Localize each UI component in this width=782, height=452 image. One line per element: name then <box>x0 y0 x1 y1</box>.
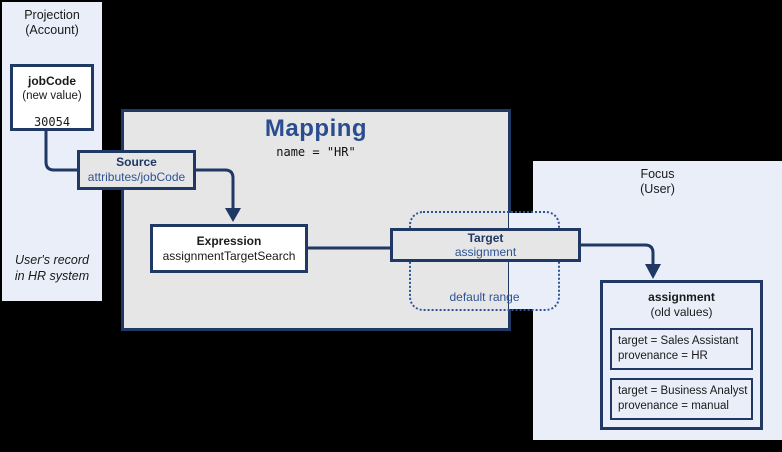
mapping-title: Mapping <box>264 115 368 142</box>
jobcode-attribute-box: jobCode (new value) 30054 <box>10 64 94 131</box>
jobcode-value: 30054 <box>33 115 71 129</box>
focus-panel-title: Focus (User) <box>640 167 675 196</box>
source-node: Source attributes/jobCode <box>77 150 196 190</box>
mapping-name-expression: name = "HR" <box>276 145 356 159</box>
jobcode-title: jobCode <box>28 74 76 88</box>
assignment-qualifier: (old values) <box>650 305 713 319</box>
jobcode-qualifier: (new value) <box>22 90 82 102</box>
projection-panel-title: Projection (Account) <box>24 8 80 37</box>
assignment-old-values-box: assignment (old values) target = Sales A… <box>600 280 763 430</box>
default-range-label: default range <box>449 290 520 304</box>
hr-record-note: User's record in HR system <box>14 253 90 283</box>
focus-panel: Focus (User) assignment (old values) tar… <box>533 161 782 440</box>
expression-node: Expression assignmentTargetSearch <box>150 224 308 273</box>
assignment-title: assignment <box>648 290 715 304</box>
expression-title: Expression <box>196 233 262 248</box>
target-title: Target <box>467 231 504 245</box>
target-node: Target assignment <box>390 228 581 262</box>
mapping-container: Mapping name = "HR" <box>121 109 511 331</box>
assignment-box-header: assignment (old values) <box>603 290 760 320</box>
assignment-value-2: target = Business Analyst provenance = m… <box>610 378 753 420</box>
target-path: assignment <box>454 245 517 259</box>
assignment-value-1: target = Sales Assistant provenance = HR <box>610 328 753 370</box>
source-path: attributes/jobCode <box>87 170 186 184</box>
expression-name: assignmentTargetSearch <box>162 248 296 263</box>
source-title: Source <box>116 155 157 169</box>
